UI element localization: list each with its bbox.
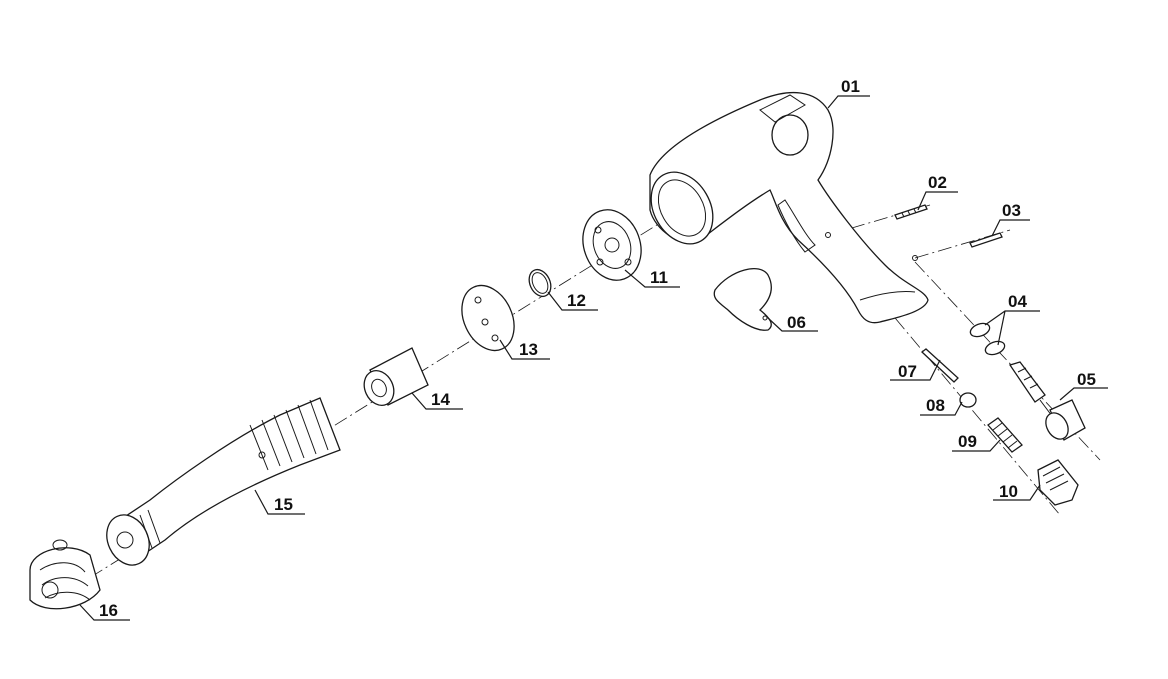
part-14-sleeve — [363, 347, 429, 407]
part-06-trigger — [713, 268, 772, 331]
part-11-cylinder-head — [582, 209, 642, 281]
label-07: 07 — [898, 362, 917, 381]
part-05-valve — [1008, 361, 1086, 441]
label-12: 12 — [567, 291, 586, 310]
part-03-pin — [969, 232, 1003, 248]
part-07-rod — [920, 348, 959, 383]
part-04-washers — [969, 322, 1006, 356]
part-12-o-ring — [528, 268, 552, 298]
part-13-disc — [461, 284, 515, 352]
pin-axis-02 — [827, 204, 931, 236]
label-04: 04 — [1008, 292, 1027, 311]
part-08-knob — [959, 392, 977, 408]
label-01: 01 — [841, 77, 860, 96]
part-02-pin — [894, 204, 928, 220]
label-11: 11 — [650, 268, 668, 287]
part-16-spring-retainer — [29, 539, 101, 610]
label-06: 06 — [787, 313, 806, 332]
label-09: 09 — [958, 432, 977, 451]
label-13: 13 — [519, 340, 538, 359]
label-10: 10 — [999, 482, 1018, 501]
label-05: 05 — [1077, 370, 1096, 389]
label-02: 02 — [928, 173, 947, 192]
label-03: 03 — [1002, 201, 1021, 220]
part-09-spring — [987, 417, 1023, 453]
part-15-barrel — [106, 397, 341, 566]
label-16: 16 — [99, 601, 118, 620]
label-08: 08 — [926, 396, 945, 415]
part-10-nut — [1037, 459, 1079, 506]
part-01-body — [649, 91, 929, 324]
label-15: 15 — [274, 495, 293, 514]
label-14: 14 — [431, 390, 450, 409]
